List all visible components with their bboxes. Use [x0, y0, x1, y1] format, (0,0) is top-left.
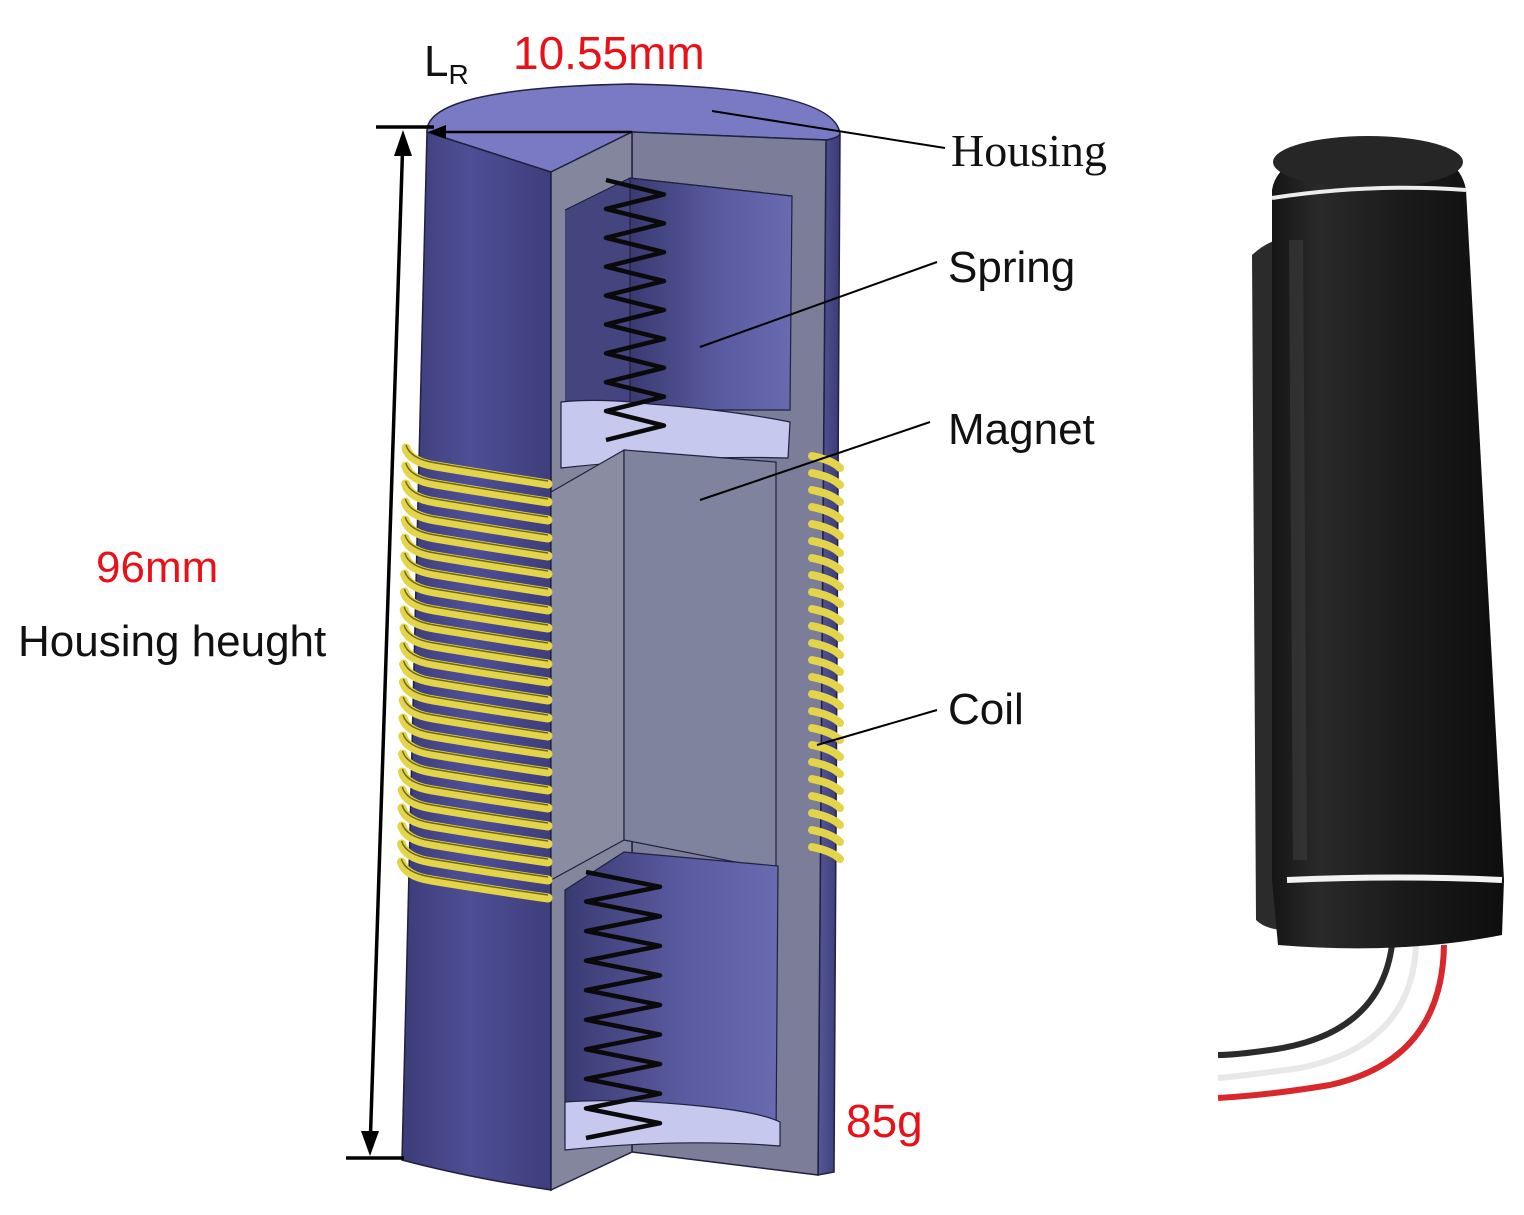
- upper-cavity: [560, 177, 793, 469]
- coil-winding-right: [808, 452, 844, 863]
- coil-turn: [398, 749, 553, 795]
- coil-turn: [808, 775, 844, 795]
- coil-turn-edge: [401, 786, 549, 824]
- coil-turn-edge: [402, 714, 549, 752]
- coil-turn-edge: [401, 822, 549, 860]
- coil-turn: [399, 605, 553, 651]
- coil-turn: [808, 656, 844, 676]
- coil-turn: [808, 622, 844, 642]
- height-value: 96mm: [96, 543, 219, 592]
- coil-turn: [808, 537, 844, 557]
- magnet-block: [550, 448, 777, 882]
- coil-turn: [808, 503, 844, 523]
- coil-turn-edge: [404, 480, 549, 518]
- coil-turn: [397, 821, 553, 867]
- magnet-label: Magnet: [948, 405, 1095, 454]
- coil-turn: [397, 785, 553, 831]
- height-dimension: [346, 125, 434, 1160]
- coil-turn: [397, 767, 553, 813]
- coil-turn-edge: [401, 804, 549, 842]
- coil-turn: [808, 758, 844, 778]
- coil-turn-edge: [405, 462, 549, 500]
- coil-turn: [808, 792, 844, 812]
- mass-value: 85g: [846, 1095, 923, 1147]
- coil-turn: [398, 731, 553, 777]
- coil-turn: [808, 588, 844, 608]
- lr-subscript: R: [448, 59, 469, 90]
- coil-turn-edge: [401, 750, 549, 788]
- coil-turn: [808, 843, 844, 863]
- coil-turn-edge: [401, 768, 549, 806]
- radius-dimension: [428, 125, 632, 139]
- coil-turn: [401, 461, 553, 507]
- coil-turn: [808, 605, 844, 625]
- spring-label: Spring: [948, 243, 1076, 292]
- coil-turn: [808, 707, 844, 727]
- coil-turn-edge: [404, 498, 549, 536]
- coil-turn: [398, 677, 553, 723]
- coil-turn: [808, 486, 844, 506]
- upper-spring: [603, 177, 667, 443]
- coil-turn: [808, 826, 844, 846]
- coil-turn: [398, 713, 553, 759]
- coil-turn: [399, 659, 553, 705]
- coil-turn: [808, 673, 844, 693]
- coil-winding-left: [396, 443, 553, 903]
- coil-turn-edge: [403, 588, 549, 626]
- lr-symbol: L: [424, 37, 449, 86]
- coil-turn: [808, 639, 844, 659]
- coil-turn-edge: [404, 516, 549, 554]
- coil-turn: [398, 695, 553, 741]
- coil-turn: [808, 690, 844, 710]
- coil-turn: [396, 857, 553, 903]
- coil-label: Coil: [948, 685, 1024, 734]
- coil-turn-edge: [402, 660, 549, 698]
- coil-turn: [808, 809, 844, 829]
- housing-top-cap: [426, 83, 841, 173]
- lr-label: LR: [424, 40, 469, 89]
- coil-turn-edge: [403, 570, 549, 608]
- coil-turn: [400, 497, 553, 543]
- leader-lines: [699, 110, 946, 746]
- coil-turn: [808, 741, 844, 761]
- coil-turn-edge: [403, 624, 549, 662]
- coil-turn-edge: [402, 732, 549, 770]
- coil-turn: [400, 569, 553, 615]
- coil-turn-edge: [405, 444, 549, 482]
- coil-turn: [397, 803, 553, 849]
- housing-label: Housing: [951, 125, 1107, 176]
- coil-turn-edge: [402, 696, 549, 734]
- coil-turn-edge: [402, 678, 549, 716]
- coil-turn-edge: [400, 858, 549, 896]
- coil-turn: [808, 571, 844, 591]
- coil-turn: [399, 623, 553, 669]
- radius-value: 10.55mm: [513, 27, 705, 79]
- height-caption: Housing heught: [18, 617, 327, 666]
- coil-turn: [399, 587, 553, 633]
- coil-turn-edge: [403, 606, 549, 644]
- lower-spring: [583, 869, 663, 1141]
- coil-turn: [808, 520, 844, 540]
- coil-turn-edge: [403, 642, 549, 680]
- coil-turn: [808, 554, 844, 574]
- housing-outer-body: [401, 130, 841, 1191]
- coil-turn-edge: [404, 534, 549, 572]
- coil-turn: [401, 443, 553, 489]
- coil-turn: [400, 533, 553, 579]
- coil-turn-edge: [400, 840, 549, 878]
- coil-turn-edge: [404, 552, 549, 590]
- coil-turn: [400, 515, 553, 561]
- coil-turn: [400, 551, 553, 597]
- coil-turn: [808, 469, 844, 489]
- coil-turn: [397, 839, 553, 885]
- coil-turn: [399, 641, 553, 687]
- coil-turn: [808, 452, 844, 472]
- device-photo: [1217, 136, 1504, 1101]
- coil-turn: [401, 479, 553, 525]
